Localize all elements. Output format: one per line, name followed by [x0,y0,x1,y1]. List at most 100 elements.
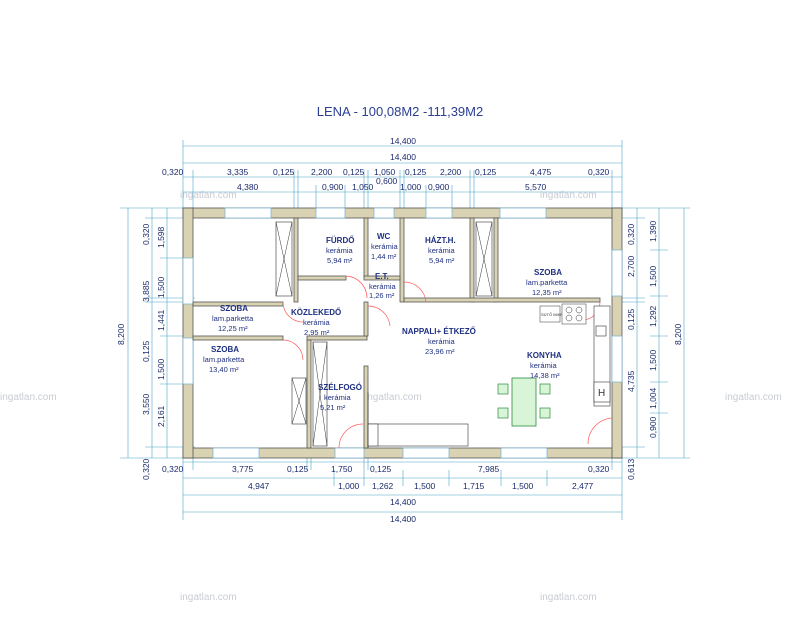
dim-bottom: 1,500 [512,481,534,491]
right-dimensions: 0,320 2,700 0,125 4,735 0,613 1,390 1,50… [615,207,690,480]
dim-top: 0,125 [343,167,365,177]
kitchen-counter: SÜTŐ MIKRO H [539,303,611,407]
watermark: ingatlan.com [180,190,237,201]
dim-top: 0,900 [322,182,344,192]
dim-bottom: 7,985 [478,464,500,474]
appliance-label: SÜTŐ MIKRO [541,312,566,317]
room-name: SZOBA [534,268,562,277]
dim-bottom: 3,775 [232,464,254,474]
top-dimensions: 14,400 14,400 0,600 0,320 3,335 0,125 2,… [162,136,623,215]
fridge-label: H [598,388,605,399]
dining-table [497,377,551,427]
dim-right: 1,500 [648,349,658,371]
dim-bottom: 0,320 [162,464,184,474]
room-floor: lam.parketta [526,278,568,287]
dim-top: 4,380 [237,182,259,192]
room-name: SZOBA [211,345,239,354]
dim-top: 4,475 [530,167,552,177]
room-area: 2,95 m² [304,328,330,337]
wardrobes [275,221,493,447]
dim-bottom-total: 14,400 [390,514,416,524]
bottom-dimensions: 0,320 3,775 0,125 1,750 0,125 7,985 0,32… [162,455,623,524]
dim-top: 1,000 [400,182,422,192]
dim-top-mid: 0,600 [376,176,398,186]
dim-right: 1,004 [648,387,658,409]
dim-left: 1,441 [156,309,166,331]
room-name: SZOBA [220,304,248,313]
dim-right: 0,320 [626,223,636,245]
room-name: KONYHA [527,351,562,360]
dim-bottom: 0,125 [370,464,392,474]
dim-top: 1,050 [374,167,396,177]
room-floor: kerámia [369,282,397,291]
room-name: KÖZLEKEDŐ [291,308,341,317]
watermark: ingatlan.com [725,392,782,403]
room-area: 14,38 m² [530,371,560,380]
dim-top-total: 14,400 [390,152,416,162]
room-floor: kerámia [428,337,456,346]
dim-top: 0,125 [405,167,427,177]
dim-top: 0,125 [273,167,295,177]
dim-bottom-total: 14,400 [390,497,416,507]
room-name: SZÉLFOGÓ [318,383,362,392]
dim-top: 0,900 [428,182,450,192]
room-area: 1,26 m² [369,291,395,300]
dim-left: 0,125 [141,340,151,362]
room-area: 12,25 m² [218,324,248,333]
room-labels: FÜRDŐ kerámia 5,94 m² WC kerámia 1,44 m²… [203,232,568,412]
dim-bottom: 4,947 [248,481,270,491]
dim-top: 0,320 [162,167,184,177]
watermark: ingatlan.com [365,392,422,403]
room-area: 23,96 m² [425,347,455,356]
exterior-walls [182,207,623,459]
room-area: 5,94 m² [327,256,353,265]
dim-top: 5,570 [525,182,547,192]
room-name: E.T. [375,272,389,281]
dim-right: 1,500 [648,265,658,287]
interior-walls [192,217,601,449]
dim-bottom: 1,262 [372,481,394,491]
room-area: 1,44 m² [371,252,397,261]
dim-left: 0,320 [141,458,151,480]
dim-left: 3,550 [141,393,151,415]
dim-top-total: 14,400 [390,136,416,146]
room-name: FÜRDŐ [326,236,354,245]
dim-top: 2,200 [440,167,462,177]
room-floor: kerámia [326,246,354,255]
dim-top: 0,320 [588,167,610,177]
dim-right-total: 8,200 [673,323,683,345]
dim-bottom: 1,000 [338,481,360,491]
dim-bottom: 0,320 [588,464,610,474]
dim-bottom: 1,750 [331,464,353,474]
dim-top: 3,335 [227,167,249,177]
watermark: ingatlan.com [540,592,597,603]
sofa [367,392,469,448]
dim-right: 0,125 [626,308,636,330]
dim-right: 0,613 [626,458,636,480]
dim-top: 1,050 [352,182,374,192]
dim-right: 4,735 [626,370,636,392]
dim-right: 2,700 [626,255,636,277]
room-name: NAPPALI+ ÉTKEZŐ [402,327,476,336]
dim-bottom: 1,500 [414,481,436,491]
dim-bottom: 2,477 [572,481,594,491]
dim-right: 1,292 [648,305,658,327]
room-name: WC [377,232,391,241]
room-area: 5,21 m² [320,403,346,412]
dim-left: 1,598 [156,226,166,248]
room-floor: kerámia [371,242,399,251]
room-area: 5,94 m² [429,256,455,265]
left-dimensions: 8,200 0,320 3,885 0,125 3,550 0,320 1,59… [116,207,195,480]
room-name: HÁZT.H. [425,236,456,245]
dim-left: 1,500 [156,358,166,380]
dim-top: 0,125 [475,167,497,177]
watermark: ingatlan.com [180,592,237,603]
dim-bottom: 1,715 [463,481,485,491]
dim-left-total: 8,200 [116,323,126,345]
room-floor: kerámia [530,361,558,370]
room-area: 13,40 m² [209,365,239,374]
dim-right: 1,390 [648,220,658,242]
dim-left: 3,885 [141,280,151,302]
room-area: 12,35 m² [532,288,562,297]
room-floor: kerámia [428,246,456,255]
